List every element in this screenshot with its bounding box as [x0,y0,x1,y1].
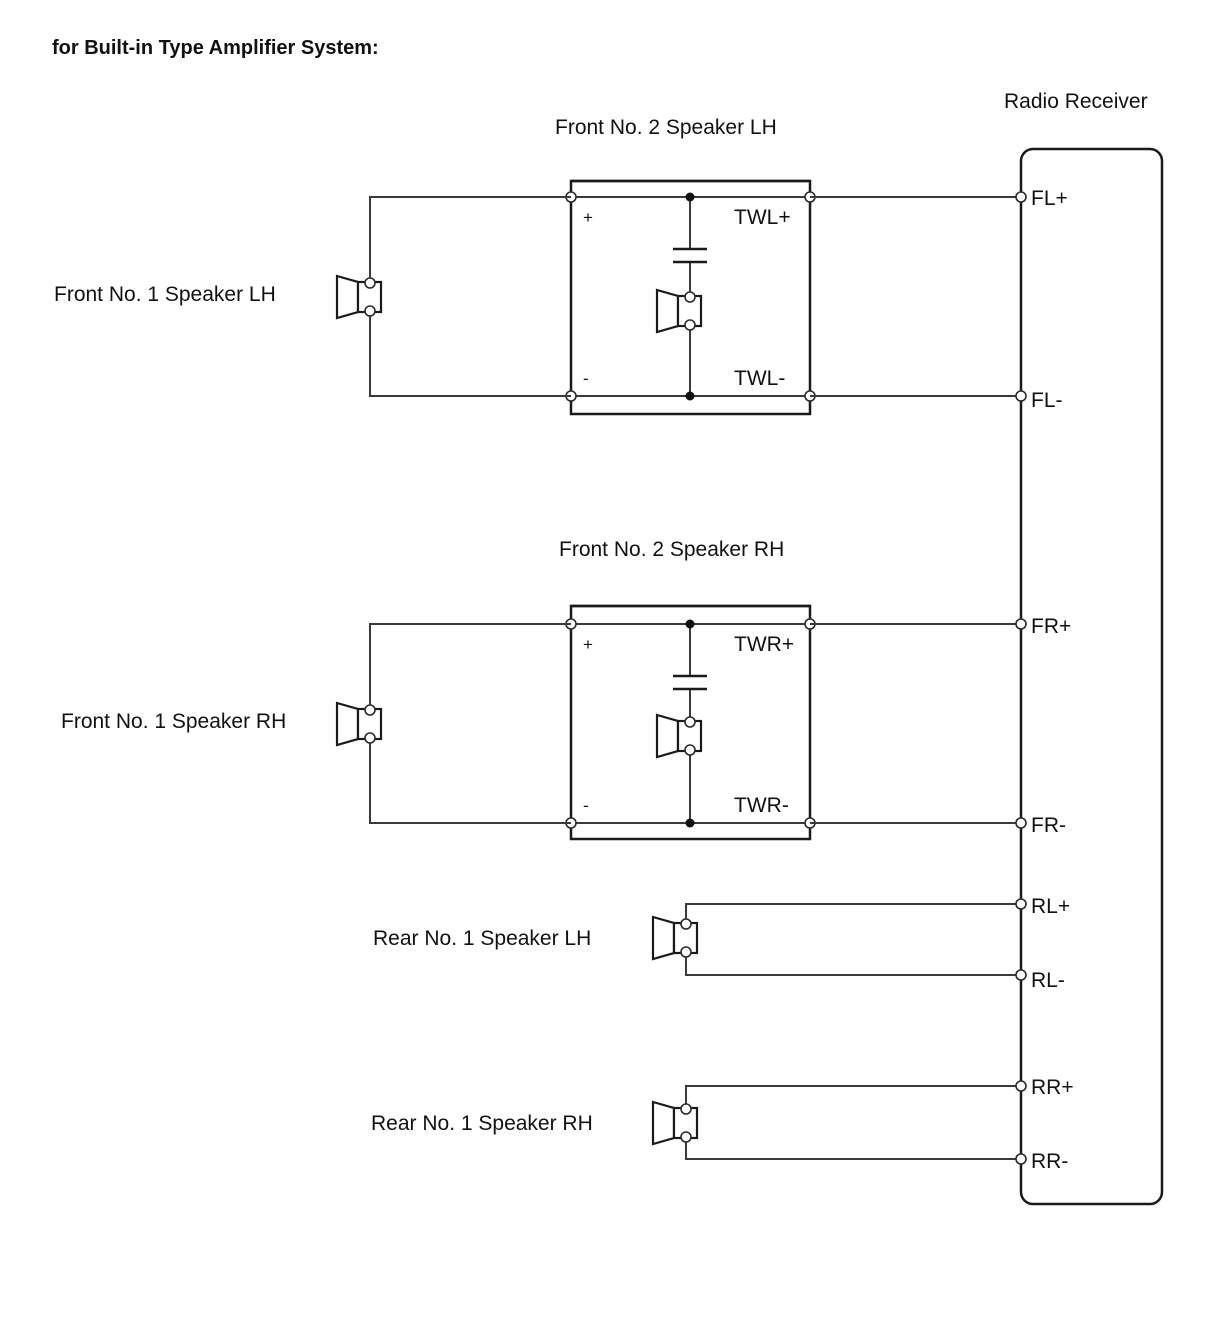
speaker-terminal-plus [364,704,376,716]
radio-receiver-pins: FL+ FL- FR+ FR- RL+ RL- RR+ RR- [1015,187,1074,1173]
plus-sign: + [583,635,593,654]
tweeter-box-lh [569,179,812,416]
front-no1-speaker-rh: Front No. 1 Speaker RH [61,623,1021,824]
speaker-terminal-minus [364,732,376,744]
rear-no1-speaker-lh-label: Rear No. 1 Speaker LH [373,927,591,950]
speaker-terminal-minus [680,946,692,958]
radio-terminal-rl-minus [1015,969,1027,981]
wire-fl1-minus [369,311,571,397]
tweeter-lh-terminal-plus [684,291,696,303]
pin-fl-minus: FL- [1031,389,1063,412]
speaker-icon [651,915,676,961]
wire-rl-plus [685,903,1021,924]
tweeter-box-rh [569,604,812,841]
speaker-terminal-plus [680,918,692,930]
junction-dot [685,192,695,202]
tweeter-rh-terminal-minus [684,744,696,756]
wire-rl-minus [685,952,1021,976]
junction-dot [685,818,695,828]
speaker-icon [651,1100,676,1146]
front-no1-speaker-lh: Front No. 1 Speaker LH [54,196,1021,397]
radio-terminal-fl-minus [1015,390,1027,402]
minus-sign: - [583,369,589,388]
pin-twr-minus: TWR- [734,794,789,817]
plus-sign: + [583,208,593,227]
pin-rr-minus: RR- [1031,1150,1068,1173]
rear-no1-speaker-lh: Rear No. 1 Speaker LH [373,903,1021,976]
pin-fl-plus: FL+ [1031,187,1068,210]
wire-fr1-minus [369,738,571,824]
speaker-icon [335,701,360,747]
radio-terminal-fl-plus [1015,191,1027,203]
speaker-icon [335,274,360,320]
pin-twr-plus: TWR+ [734,633,794,656]
rear-no1-speaker-rh: Rear No. 1 Speaker RH [371,1085,1021,1160]
speaker-terminal-plus [680,1103,692,1115]
radio-terminal-rl-plus [1015,898,1027,910]
pin-twl-plus: TWL+ [734,206,791,229]
radio-terminal-rr-minus [1015,1153,1027,1165]
junction-dot [685,619,695,629]
wire-rr-minus [685,1137,1021,1160]
radio-receiver-box [1019,147,1164,1206]
pin-rr-plus: RR+ [1031,1076,1074,1099]
rear-no1-speaker-rh-label: Rear No. 1 Speaker RH [371,1112,593,1135]
pin-rl-plus: RL+ [1031,895,1070,918]
tweeter-lh-icon [655,288,680,334]
radio-terminal-rr-plus [1015,1080,1027,1092]
speaker-terminal-plus [364,277,376,289]
front-no2-speaker-rh: Front No. 2 Speaker RH + - TWR+ TWR- [559,538,816,841]
junction-dot [685,391,695,401]
front-no1-speaker-rh-label: Front No. 1 Speaker RH [61,710,286,733]
radio-terminal-fr-minus [1015,817,1027,829]
pin-fr-plus: FR+ [1031,615,1071,638]
wire-fl1-plus [369,196,571,283]
speaker-terminal-minus [680,1131,692,1143]
tweeter-rh-icon [655,713,680,759]
diagram-title: for Built-in Type Amplifier System: [52,37,379,59]
speaker-terminal-minus [364,305,376,317]
minus-sign: - [583,796,589,815]
wire-rr-plus [685,1085,1021,1109]
pin-twl-minus: TWL- [734,367,785,390]
front-no2-speaker-lh-label: Front No. 2 Speaker LH [555,116,777,139]
pin-fr-minus: FR- [1031,814,1066,837]
wire-fr1-plus [369,623,571,710]
tweeter-rh-terminal-plus [684,716,696,728]
front-no2-speaker-rh-label: Front No. 2 Speaker RH [559,538,784,561]
front-no2-speaker-lh: Front No. 2 Speaker LH + - TWL+ TWL- [555,116,816,416]
tweeter-lh-terminal-minus [684,319,696,331]
radio-receiver-label: Radio Receiver [1004,90,1148,113]
radio-terminal-fr-plus [1015,618,1027,630]
pin-rl-minus: RL- [1031,969,1065,992]
front-no1-speaker-lh-label: Front No. 1 Speaker LH [54,283,276,306]
